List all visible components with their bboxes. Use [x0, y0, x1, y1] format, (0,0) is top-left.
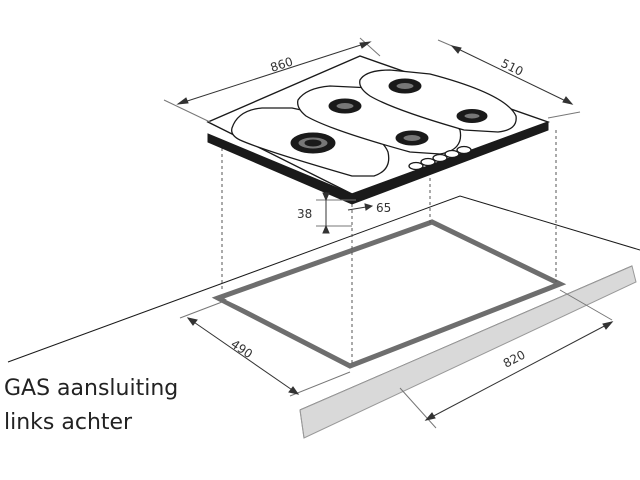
projection-lines [221, 130, 557, 364]
note-line-2: links achter [4, 410, 133, 435]
dim-label-cutout-depth: 490 [228, 337, 255, 361]
knob [420, 157, 436, 167]
worktop-back-edge [7, 195, 640, 363]
cutout [211, 219, 567, 369]
dim-label-cutout-width: 820 [501, 348, 528, 371]
dim-line-depth [451, 45, 573, 105]
control-knobs [408, 145, 472, 171]
knob [456, 145, 472, 155]
knob [444, 149, 460, 159]
knob [408, 161, 424, 171]
dim-label-width: 860 [269, 54, 295, 74]
dim-label-thickness: 65 [376, 201, 391, 215]
gas-hob [206, 55, 551, 205]
gas-connection-note: GAS aansluiting links achter [4, 372, 178, 440]
dim-line-cutout-width [425, 321, 613, 421]
dim-line-cutout-depth [187, 317, 299, 395]
dim-line-width [177, 41, 371, 105]
burners [290, 78, 488, 154]
burner-pans [231, 69, 517, 177]
knob [432, 153, 448, 163]
worktop [7, 195, 640, 439]
note-line-1: GAS aansluiting [4, 376, 179, 401]
dim-label-height: 38 [297, 207, 312, 221]
dimension-lines [163, 37, 614, 429]
